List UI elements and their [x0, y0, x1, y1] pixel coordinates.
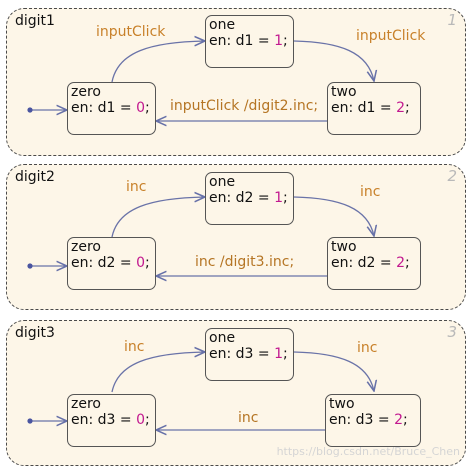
transition-label-zero-one[interactable]: inc [126, 179, 147, 195]
transition-label-zero-one[interactable]: inc [124, 339, 145, 355]
state-name: zero [71, 84, 101, 100]
entry-action: en: d3 = 2; [329, 412, 408, 428]
transition-label-two-zero[interactable]: inputClick /digit2.inc; [170, 98, 319, 114]
chart-title: digit3 [15, 325, 55, 341]
state-name: zero [71, 396, 101, 412]
transition-label-two-zero[interactable]: inc [238, 410, 259, 426]
state-zero[interactable]: zero en: d1 = 0; [67, 82, 156, 135]
transition-label-one-two[interactable]: inputClick [356, 28, 426, 44]
state-name: one [209, 17, 236, 33]
entry-action: en: d1 = 2; [331, 100, 410, 116]
transition-label-one-two[interactable]: inc [357, 340, 378, 356]
state-one[interactable]: one en: d2 = 1; [205, 172, 294, 225]
chart-index: 3 [447, 323, 457, 341]
entry-action: en: d2 = 2; [331, 255, 410, 271]
chart-title: digit1 [15, 13, 55, 29]
entry-action: en: d3 = 0; [71, 412, 150, 428]
state-name: two [329, 396, 355, 412]
entry-action: en: d3 = 1; [209, 346, 288, 362]
state-one[interactable]: one en: d1 = 1; [205, 15, 294, 68]
entry-action: en: d1 = 0; [71, 100, 150, 116]
state-name: zero [71, 239, 101, 255]
state-two[interactable]: two en: d2 = 2; [327, 237, 421, 290]
state-two[interactable]: two en: d3 = 2; [325, 394, 421, 447]
state-name: one [209, 330, 236, 346]
transition-label-one-two[interactable]: inc [360, 184, 381, 200]
entry-action: en: d2 = 0; [71, 255, 150, 271]
entry-action: en: d1 = 1; [209, 33, 288, 49]
chart-title: digit2 [15, 169, 55, 185]
state-name: two [331, 84, 357, 100]
chart-index: 2 [447, 167, 457, 185]
state-two[interactable]: two en: d1 = 2; [327, 82, 421, 135]
state-one[interactable]: one en: d3 = 1; [205, 328, 294, 381]
transition-label-zero-one[interactable]: inputClick [96, 24, 166, 40]
chart-index: 1 [447, 11, 457, 29]
transition-label-two-zero[interactable]: inc /digit3.inc; [195, 254, 295, 270]
state-name: two [331, 239, 357, 255]
entry-action: en: d2 = 1; [209, 190, 288, 206]
state-name: one [209, 174, 236, 190]
state-zero[interactable]: zero en: d2 = 0; [67, 237, 156, 290]
state-zero[interactable]: zero en: d3 = 0; [67, 394, 156, 447]
watermark: https://blog.csdn.net/Bruce_Chen [276, 445, 460, 458]
